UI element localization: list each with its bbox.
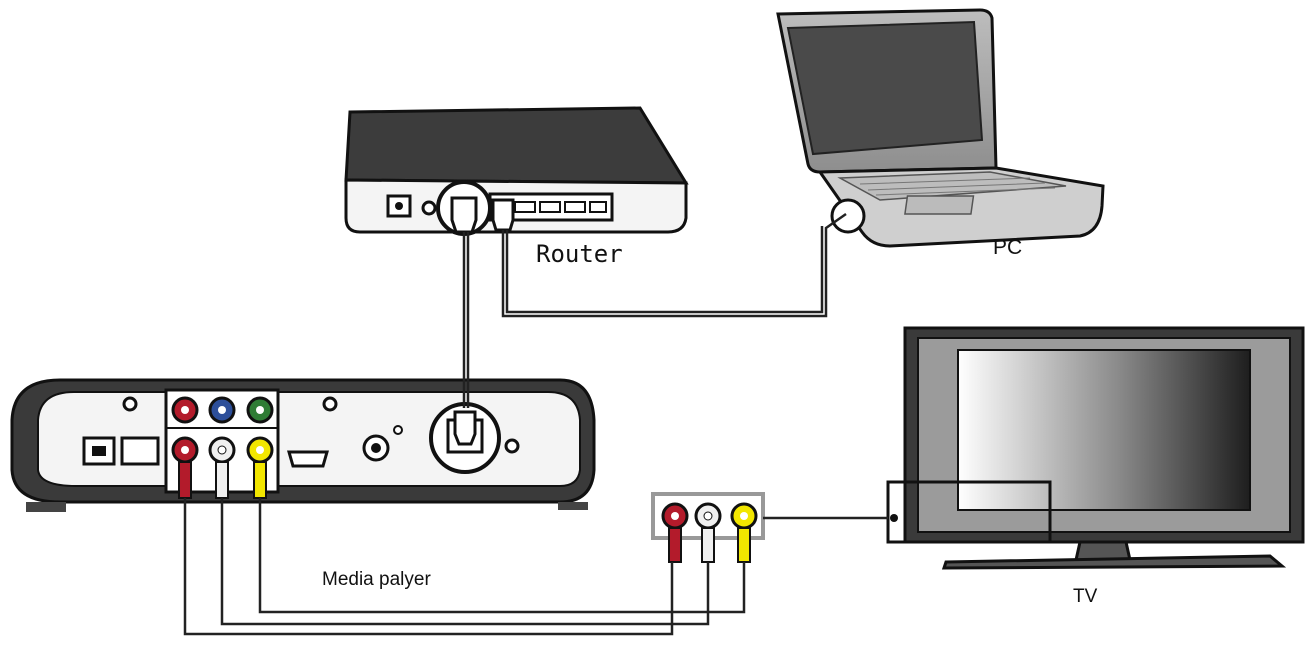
pc-laptop bbox=[776, 8, 1105, 248]
cable-router-pc bbox=[501, 212, 847, 318]
cables bbox=[183, 212, 888, 636]
cable-white bbox=[220, 498, 710, 626]
router-device bbox=[344, 106, 689, 236]
media-player-device bbox=[10, 378, 596, 512]
media-player-label: Media palyer bbox=[322, 569, 431, 590]
cable-red bbox=[183, 498, 674, 636]
router-label: Router bbox=[536, 240, 623, 268]
usb-port-icon bbox=[82, 436, 116, 466]
ethernet-plug-icon bbox=[450, 196, 515, 234]
tv-label: TV bbox=[1073, 586, 1098, 607]
pc-label: PC bbox=[993, 236, 1023, 259]
tv-device bbox=[886, 326, 1305, 570]
av-input-connector bbox=[651, 492, 765, 563]
hdmi-port-icon bbox=[287, 450, 329, 468]
pc-ethernet-port-highlight bbox=[830, 198, 866, 234]
cable-yellow bbox=[258, 498, 746, 614]
